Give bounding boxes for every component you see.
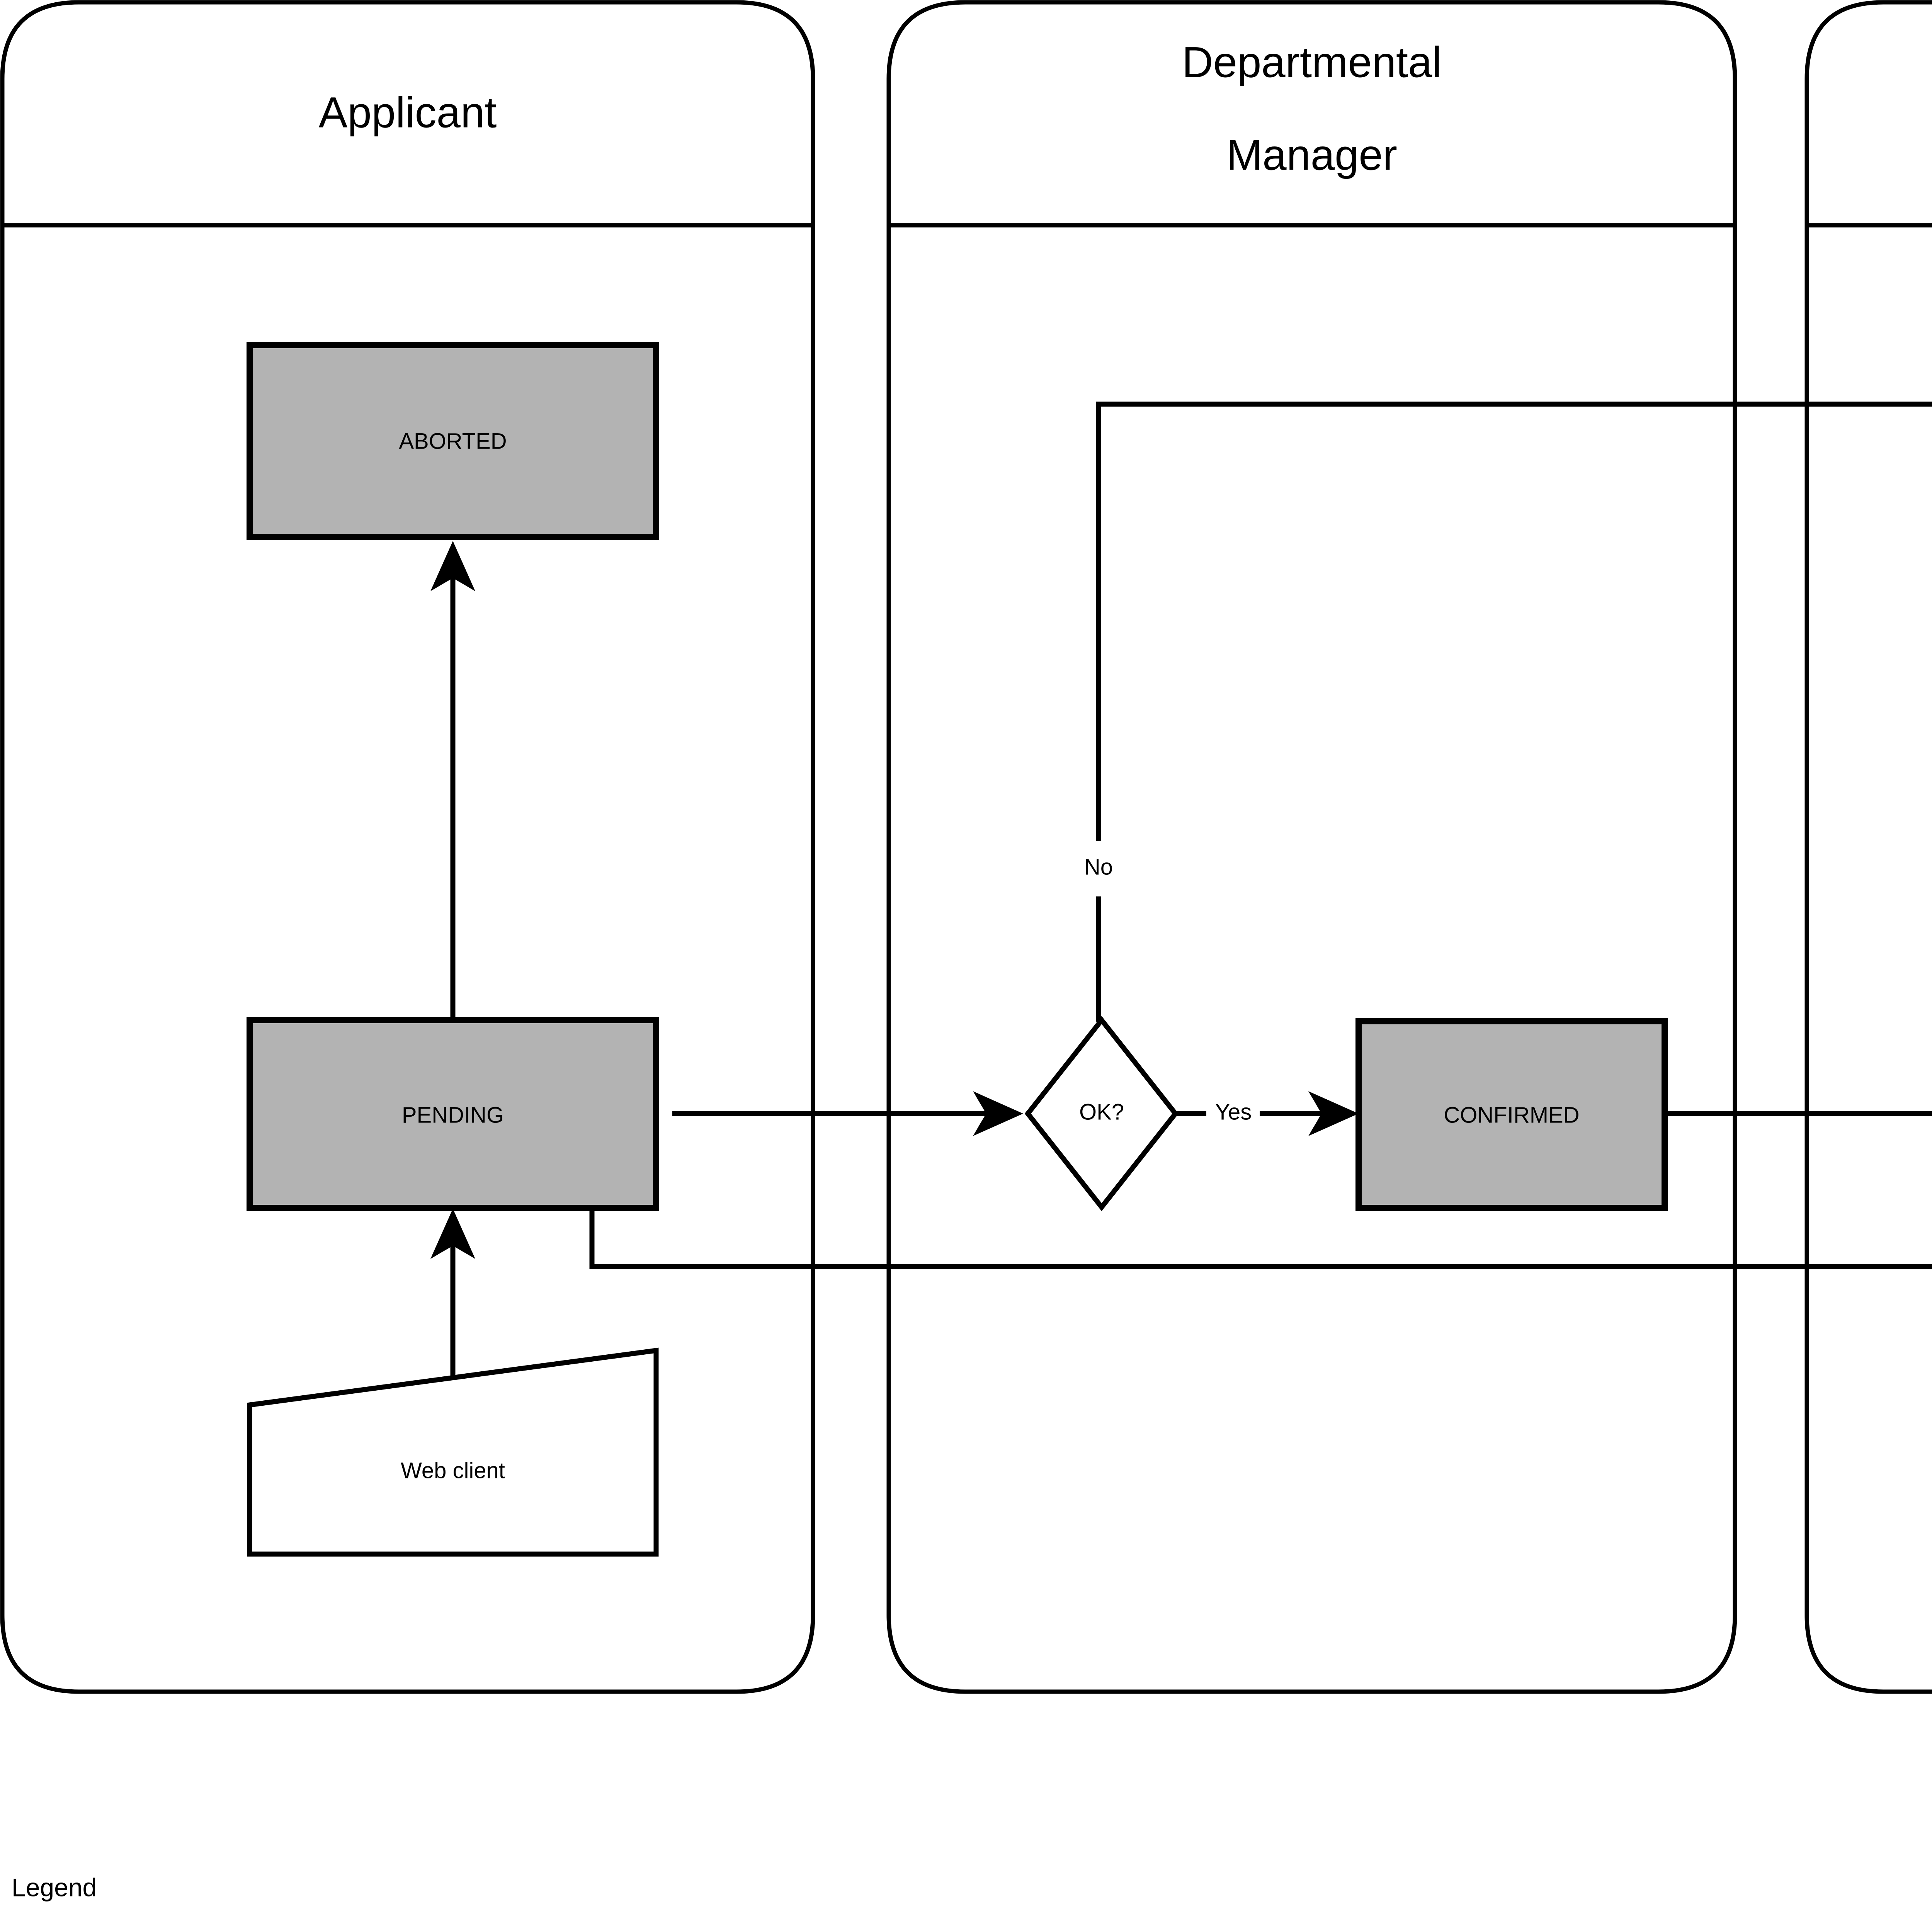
node-pending-box[interactable] — [247, 1017, 659, 1211]
node-pending-label: PENDING — [402, 1102, 504, 1128]
edge-line — [589, 1209, 1932, 1269]
node-confirmed[interactable]: CONFIRMED — [1355, 1018, 1668, 1211]
lane-hr-department-body — [1804, 222, 1932, 1694]
edge-webclient-to-pending — [430, 1209, 475, 1376]
edge-confirmed-to-hr-decision — [1665, 1111, 1932, 1116]
node-pending[interactable]: PENDING — [247, 1017, 659, 1211]
node-aborted-label: ABORTED — [399, 429, 507, 454]
edge-line-upper — [1096, 401, 1932, 841]
node-aborted[interactable]: ABORTED — [247, 342, 659, 540]
node-dm-decision-shape[interactable] — [1024, 1016, 1179, 1211]
lane-hr-department: HR Department — [1804, 0, 1932, 1694]
legend: Legend Status CONFIRMED — [12, 1873, 97, 1901]
edge-pending-to-hr-decision — [589, 1209, 1932, 1269]
node-web-client[interactable]: Web client — [247, 1347, 659, 1557]
legend-heading: Legend — [12, 1873, 97, 1901]
node-confirmed-label: CONFIRMED — [1444, 1102, 1579, 1128]
lane-hr-department-header — [1804, 0, 1932, 228]
edge-label-dm-no: No — [1084, 854, 1113, 879]
node-confirmed-box[interactable] — [1355, 1018, 1668, 1211]
node-web-client-shape[interactable] — [247, 1347, 659, 1557]
lane-applicant-body — [0, 222, 815, 1694]
lane-departmental-manager-title-line1: Departmental — [1182, 38, 1442, 87]
edge-dm-yes-to-confirmed: Yes — [1175, 1091, 1359, 1136]
arrow-head-up — [430, 1209, 475, 1259]
edge-label-dm-yes: Yes — [1215, 1099, 1252, 1124]
edge-dm-no-to-rejected: No — [1084, 401, 1932, 1022]
lane-departmental-manager-body — [886, 222, 1737, 1694]
lane-applicant-header — [0, 0, 815, 228]
lane-departmental-manager-title-line2: Manager — [1226, 131, 1397, 179]
node-aborted-box[interactable] — [247, 342, 659, 540]
node-dm-decision[interactable]: OK? — [1024, 1016, 1179, 1211]
lane-applicant: Applicant — [0, 0, 815, 1694]
node-dm-decision-label: OK? — [1079, 1099, 1124, 1124]
lane-departmental-manager: Departmental Manager — [886, 0, 1737, 1694]
lane-applicant-title: Applicant — [319, 88, 497, 137]
node-web-client-label: Web client — [401, 1458, 505, 1483]
lane-departmental-manager-header — [886, 0, 1737, 228]
arrow-head-right — [973, 1091, 1023, 1136]
arrow-head-up — [430, 541, 475, 591]
edge-pending-to-aborted — [430, 541, 475, 1020]
edge-pending-to-dm-decision — [672, 1091, 1023, 1136]
arrow-head-right — [1308, 1091, 1359, 1136]
